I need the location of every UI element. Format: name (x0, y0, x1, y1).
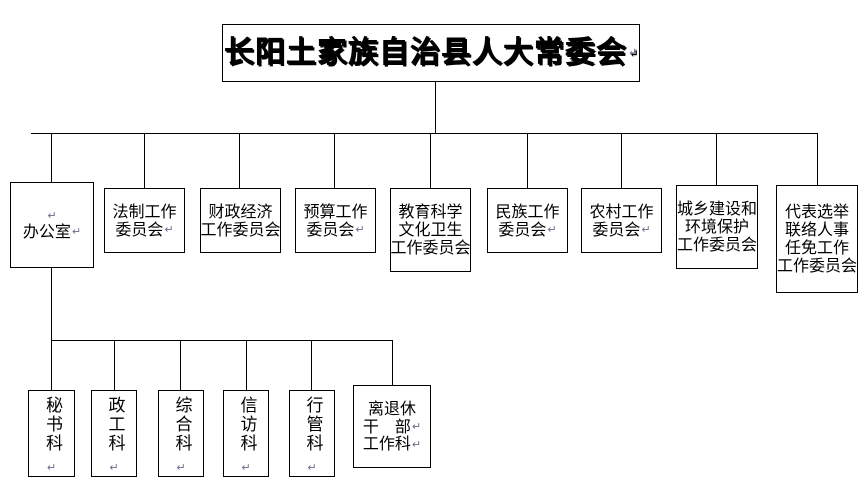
node-elections-personnel[interactable]: 代表选举 联络人事 任免工作 工作委员会 (776, 185, 858, 293)
node-label: 办公室↵ (22, 221, 82, 241)
node-budget[interactable]: 预算工作 委员会↵ (295, 188, 376, 253)
paragraph-mark-icon: ↵ (71, 224, 82, 238)
drop-administration (311, 340, 312, 390)
level2-bus (31, 133, 818, 134)
node-label-line-3: 工作委员会 (677, 234, 758, 254)
node-secretariat[interactable]: 秘书科 ↵ (28, 390, 75, 477)
node-urban-rural-env[interactable]: 城乡建设和 环境保护 工作委员会 (676, 185, 758, 269)
node-label-line-1: 农村工作 (589, 201, 654, 221)
drop-office (51, 133, 52, 182)
drop-secretariat (51, 340, 52, 390)
node-ethnic-affairs[interactable]: 民族工作 委员会↵ (487, 188, 568, 253)
node-label-line-4: 工作委员会 (777, 255, 858, 275)
drop-political-work (114, 340, 115, 390)
drop-urban-rural-env (716, 133, 717, 185)
node-label-line-1: 离退休 (367, 398, 416, 418)
paragraph-mark-icon: ↵ (176, 461, 186, 474)
org-title-box: 长阳土家族自治县人大常委会 ↵ (222, 24, 640, 82)
paragraph-mark-icon: ↵ (46, 461, 57, 474)
node-label-line-3: 工作科↵ (362, 434, 422, 454)
node-label: 秘书科 (42, 396, 62, 453)
node-label-line-2: 委员会↵ (306, 219, 365, 239)
node-label-line-2: 联络人事 (784, 220, 849, 240)
node-label-line-1: 预算工作 (303, 201, 368, 221)
node-label: 政工科 (104, 396, 125, 453)
drop-legal-affairs (144, 133, 145, 188)
node-label-line-2: 委员会↵ (498, 219, 557, 239)
level3-bus (51, 340, 393, 341)
node-label-line-1: 民族工作 (495, 201, 560, 221)
node-education-science[interactable]: 教育科学 文化卫生 工作委员会 (390, 188, 471, 272)
node-office[interactable]: ↵ 办公室↵ (10, 182, 94, 268)
org-title-text: 长阳土家族自治县人大常委会 (223, 35, 627, 71)
node-label: 行管科 (302, 396, 323, 453)
drop-ethnic-affairs (527, 133, 528, 188)
node-political-work[interactable]: 政工科 ↵ (91, 390, 137, 477)
node-label-line-1: 教育科学 (398, 202, 463, 222)
node-finance-economy[interactable]: 财政经济 工作委员会 (200, 188, 281, 253)
node-general-affairs[interactable]: 综合科 ↵ (158, 390, 204, 477)
node-rural-affairs[interactable]: 农村工作 委员会↵ (581, 188, 662, 253)
paragraph-mark-icon: ↵ (109, 461, 119, 474)
node-retired-cadres[interactable]: 离退休 干 部↵ 工作科↵ (353, 385, 431, 468)
paragraph-mark-icon: ↵ (641, 222, 651, 236)
node-label-line-1: 财政经济 (208, 201, 273, 221)
node-petitions[interactable]: 信访科 ↵ (223, 390, 269, 477)
paragraph-mark-icon: ↵ (411, 419, 422, 433)
node-label-line-3: 工作委员会 (390, 237, 471, 257)
node-legal-affairs[interactable]: 法制工作 委员会↵ (104, 188, 185, 253)
node-label-line-1: 城乡建设和 (677, 199, 758, 219)
paragraph-mark-icon: ↵ (47, 208, 57, 222)
paragraph-mark-icon: ↵ (241, 461, 251, 474)
connector-title-to-bus (435, 82, 436, 133)
node-label-line-2: 委员会↵ (592, 219, 651, 239)
drop-retired-cadres (392, 340, 393, 385)
node-label: 信访科 (236, 396, 257, 453)
node-administration[interactable]: 行管科 ↵ (289, 390, 335, 477)
paragraph-mark-icon: ↵ (627, 45, 639, 59)
node-label-line-2: 环境保护 (684, 217, 749, 237)
paragraph-mark-icon: ↵ (164, 222, 174, 236)
node-label-line-2: 工作委员会 (200, 219, 281, 239)
node-label: 综合科 (171, 396, 192, 453)
node-label-line-3: 任免工作 (784, 238, 849, 257)
node-label-line-2: 文化卫生 (398, 220, 463, 240)
drop-budget (334, 133, 335, 188)
drop-elections-personnel (817, 133, 818, 185)
paragraph-mark-icon: ↵ (307, 461, 317, 474)
drop-general-affairs (180, 340, 181, 390)
node-label-line-2: 委员会↵ (115, 219, 174, 239)
drop-education-science (430, 133, 431, 188)
node-label-line-1: 法制工作 (112, 201, 177, 221)
paragraph-mark-icon: ↵ (411, 437, 422, 451)
drop-finance-economy (239, 133, 240, 188)
connector-office-to-bus (51, 268, 52, 340)
node-label-line-1: 代表选举 (784, 202, 849, 222)
paragraph-mark-icon: ↵ (355, 222, 365, 236)
drop-rural-affairs (621, 133, 622, 188)
paragraph-mark-icon: ↵ (547, 222, 557, 236)
node-label-line-2: 干 部↵ (362, 416, 422, 436)
drop-petitions (246, 340, 247, 390)
